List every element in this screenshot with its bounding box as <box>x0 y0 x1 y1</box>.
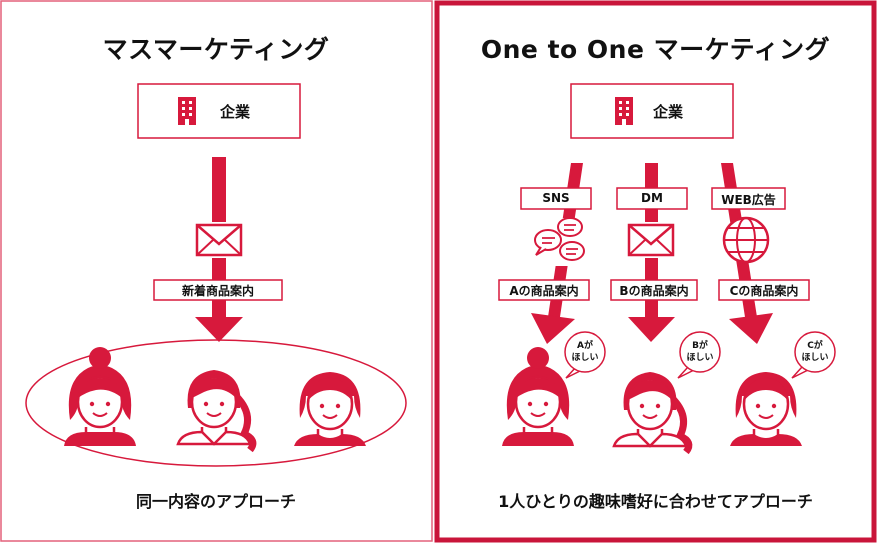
left-caption: 同一内容のアプローチ <box>135 492 296 511</box>
bubble-c-line2: ほしい <box>801 353 829 363</box>
envelope-icon <box>195 223 243 257</box>
left-arrow-head <box>195 317 243 342</box>
bubble-b-line2: ほしい <box>686 353 714 363</box>
building-icon <box>178 97 196 125</box>
speech-bubble-b <box>677 331 721 379</box>
globe-icon <box>722 216 770 264</box>
building-icon <box>615 97 633 125</box>
sns-box <box>520 187 592 210</box>
audience-ellipse <box>25 339 407 467</box>
tag-c-box <box>718 279 810 301</box>
bubble-a-line2: ほしい <box>571 353 599 363</box>
left-title: マスマーケティング <box>102 35 330 64</box>
left-channel-tag-box <box>153 279 283 301</box>
speech-bubble-a <box>564 331 606 379</box>
bubble-b-text: Bが ほしい <box>680 340 720 364</box>
product-tag-b: Bの商品案内 <box>619 284 689 298</box>
bubble-c-text: Cが ほしい <box>795 340 835 364</box>
chat-icon <box>534 217 585 266</box>
tag-b-box <box>610 279 698 301</box>
bubble-a-line1: Aが <box>577 341 593 351</box>
left-company-label: 企業 <box>220 103 251 121</box>
arrow-web-head <box>729 313 773 344</box>
bubble-a-text: Aが ほしい <box>565 340 605 364</box>
dm-box <box>616 187 688 210</box>
right-title: One to One マーケティング <box>480 35 831 64</box>
bubble-c-line1: Cが <box>807 341 823 351</box>
channel-label-dm: DM <box>641 191 663 205</box>
speech-bubble-c <box>791 331 836 379</box>
product-tag-c: Cの商品案内 <box>729 284 799 298</box>
tag-a-box <box>498 279 590 301</box>
bubble-b-line1: Bが <box>692 341 708 351</box>
arrow-sns-head <box>531 313 575 344</box>
right-company-box <box>570 83 734 139</box>
channel-label-sns: SNS <box>542 191 570 205</box>
right-company-label: 企業 <box>653 103 684 121</box>
left-company-box <box>137 83 301 139</box>
right-caption: 1人ひとりの趣味嗜好に合わせてアプローチ <box>498 492 813 511</box>
left-channel-tag: 新着商品案内 <box>181 284 254 298</box>
channel-label-web-ad: WEB広告 <box>721 193 776 207</box>
web-ad-box <box>711 187 786 210</box>
envelope-icon <box>627 223 675 257</box>
product-tag-a: Aの商品案内 <box>509 284 579 298</box>
arrow-dm-head <box>628 317 675 342</box>
